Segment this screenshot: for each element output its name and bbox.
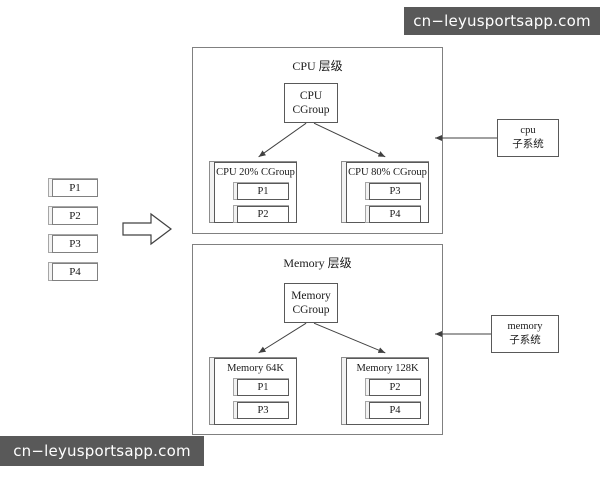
group-inner-frame: CPU 80% CGroup P3 P4 xyxy=(346,162,429,223)
panel-title: Memory 层级 xyxy=(283,256,352,270)
memory-child-group-128k: Memory 128K P2 P4 xyxy=(341,357,429,425)
memory-callout-line2: 子系统 xyxy=(509,335,541,346)
block-arrow-right-icon xyxy=(122,212,172,246)
watermark-bottom-left: cn−leyusportsapp.com xyxy=(0,436,204,466)
cpu-callout-line2: 子系统 xyxy=(512,139,544,150)
process-label: P4 xyxy=(369,206,421,223)
group-inner-frame: CPU 20% CGroup P1 P2 xyxy=(214,162,297,223)
process-label: P1 xyxy=(237,183,289,200)
list-item: P3 xyxy=(48,234,98,253)
group-inner-frame: Memory 128K P2 P4 xyxy=(346,358,429,425)
group-label: CPU 80% CGroup xyxy=(348,167,427,178)
cpu-hierarchy-panel: CPU 层级 CPU CGroup CPU 20% CGroup P1 xyxy=(192,47,443,234)
process-list: P1 P2 P3 P4 xyxy=(48,178,98,290)
cpu-root-line1: CPU xyxy=(299,89,323,102)
memory-root-line1: Memory xyxy=(291,289,331,302)
process-label: P2 xyxy=(369,379,421,396)
process-label: P4 xyxy=(52,263,98,281)
process-label: P2 xyxy=(52,207,98,225)
process-label: P3 xyxy=(369,183,421,200)
panel-title: CPU 层级 xyxy=(292,59,343,73)
process-box: P1 xyxy=(233,378,289,396)
group-inner-frame: Memory 64K P1 P3 xyxy=(214,358,297,425)
process-label: P3 xyxy=(52,235,98,253)
process-label: P2 xyxy=(237,206,289,223)
memory-root-node: Memory CGroup xyxy=(284,283,338,323)
cpu-root-node: CPU CGroup xyxy=(284,83,338,123)
cpu-root-line2: CGroup xyxy=(292,104,330,116)
cpu-child-group-20: CPU 20% CGroup P1 P2 xyxy=(209,161,297,223)
process-box: P1 xyxy=(233,182,289,200)
group-label: Memory 64K xyxy=(227,363,284,374)
process-label: P1 xyxy=(52,179,98,197)
cpu-child-group-80: CPU 80% CGroup P3 P4 xyxy=(341,161,429,223)
process-box: P2 xyxy=(233,205,289,223)
process-label: P3 xyxy=(237,402,289,419)
cpu-callout-line1: cpu xyxy=(520,125,536,137)
process-box: P4 xyxy=(365,205,421,223)
watermark-top-right: cn−leyusportsapp.com xyxy=(404,7,600,35)
memory-root-line2: CGroup xyxy=(292,304,330,316)
list-item: P1 xyxy=(48,178,98,197)
process-label: P1 xyxy=(237,379,289,396)
cpu-subsystem-callout: cpu 子系统 xyxy=(497,119,559,157)
memory-child-group-64k: Memory 64K P1 P3 xyxy=(209,357,297,425)
process-box: P3 xyxy=(233,401,289,419)
list-item: P4 xyxy=(48,262,98,281)
group-label: Memory 128K xyxy=(356,363,419,374)
memory-hierarchy-panel: Memory 层级 Memory CGroup Memory 64K P1 P3 xyxy=(192,244,443,435)
group-label: CPU 20% CGroup xyxy=(216,167,295,178)
list-item: P2 xyxy=(48,206,98,225)
process-label: P4 xyxy=(369,402,421,419)
memory-callout-line1: memory xyxy=(507,321,543,333)
memory-subsystem-callout: memory 子系统 xyxy=(491,315,559,353)
process-box: P2 xyxy=(365,378,421,396)
process-box: P4 xyxy=(365,401,421,419)
process-box: P3 xyxy=(365,182,421,200)
